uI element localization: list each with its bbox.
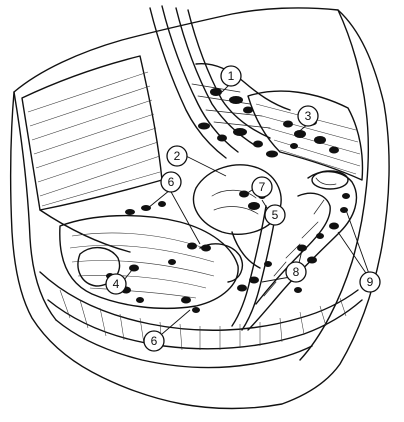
lymph-node bbox=[201, 245, 211, 252]
lymph-node bbox=[141, 205, 151, 211]
callout-label: 8 bbox=[293, 265, 300, 279]
lymph-node bbox=[158, 201, 166, 207]
lymph-node bbox=[283, 121, 293, 128]
abdominal-wall-muscle bbox=[22, 56, 162, 252]
lymph-node bbox=[125, 209, 135, 215]
lymph-node bbox=[307, 257, 317, 264]
callout-1: 1 bbox=[221, 66, 241, 86]
lymph-node bbox=[239, 191, 249, 198]
lymph-node bbox=[290, 143, 298, 149]
lymph-node bbox=[294, 287, 302, 293]
lymph-node bbox=[192, 307, 200, 313]
lymph-node bbox=[249, 277, 259, 284]
lymph-node bbox=[217, 135, 227, 142]
lymph-node bbox=[198, 123, 210, 130]
lymph-node bbox=[136, 297, 144, 303]
callout-6-upper: 6 bbox=[161, 172, 181, 192]
callout-label: 1 bbox=[228, 69, 235, 83]
lymph-node bbox=[264, 261, 272, 267]
callout-7: 7 bbox=[252, 177, 272, 197]
callout-label: 7 bbox=[259, 180, 266, 194]
lymph-node bbox=[329, 223, 339, 230]
callout-5: 5 bbox=[265, 205, 285, 225]
callout-label: 6 bbox=[168, 175, 175, 189]
callout-9: 9 bbox=[360, 272, 380, 292]
callout-label: 6 bbox=[151, 334, 158, 348]
lymph-node bbox=[233, 128, 247, 136]
lymph-node bbox=[237, 285, 247, 292]
callout-6-lower: 6 bbox=[144, 331, 164, 351]
callout-label: 5 bbox=[272, 208, 279, 222]
lymph-node bbox=[129, 265, 139, 272]
callout-8: 8 bbox=[286, 262, 306, 282]
lymph-node bbox=[168, 259, 176, 265]
lymph-node bbox=[316, 233, 324, 239]
callout-label: 3 bbox=[305, 109, 312, 123]
lymph-node bbox=[229, 96, 243, 104]
lymph-node bbox=[210, 88, 222, 96]
callout-3: 3 bbox=[298, 106, 318, 126]
lymph-node bbox=[342, 193, 350, 199]
lymph-node bbox=[266, 151, 278, 158]
lymph-node bbox=[187, 243, 197, 250]
callout-label: 4 bbox=[113, 277, 120, 291]
lymph-node bbox=[248, 202, 260, 210]
lymph-node bbox=[314, 136, 326, 144]
callout-4: 4 bbox=[106, 274, 126, 294]
callout-label: 2 bbox=[174, 149, 181, 163]
callout-2: 2 bbox=[167, 146, 187, 166]
lymph-node bbox=[243, 107, 253, 114]
callout-label: 9 bbox=[367, 275, 374, 289]
lymph-node bbox=[253, 141, 263, 148]
lymph-node bbox=[329, 147, 339, 154]
lymph-node bbox=[181, 297, 191, 304]
